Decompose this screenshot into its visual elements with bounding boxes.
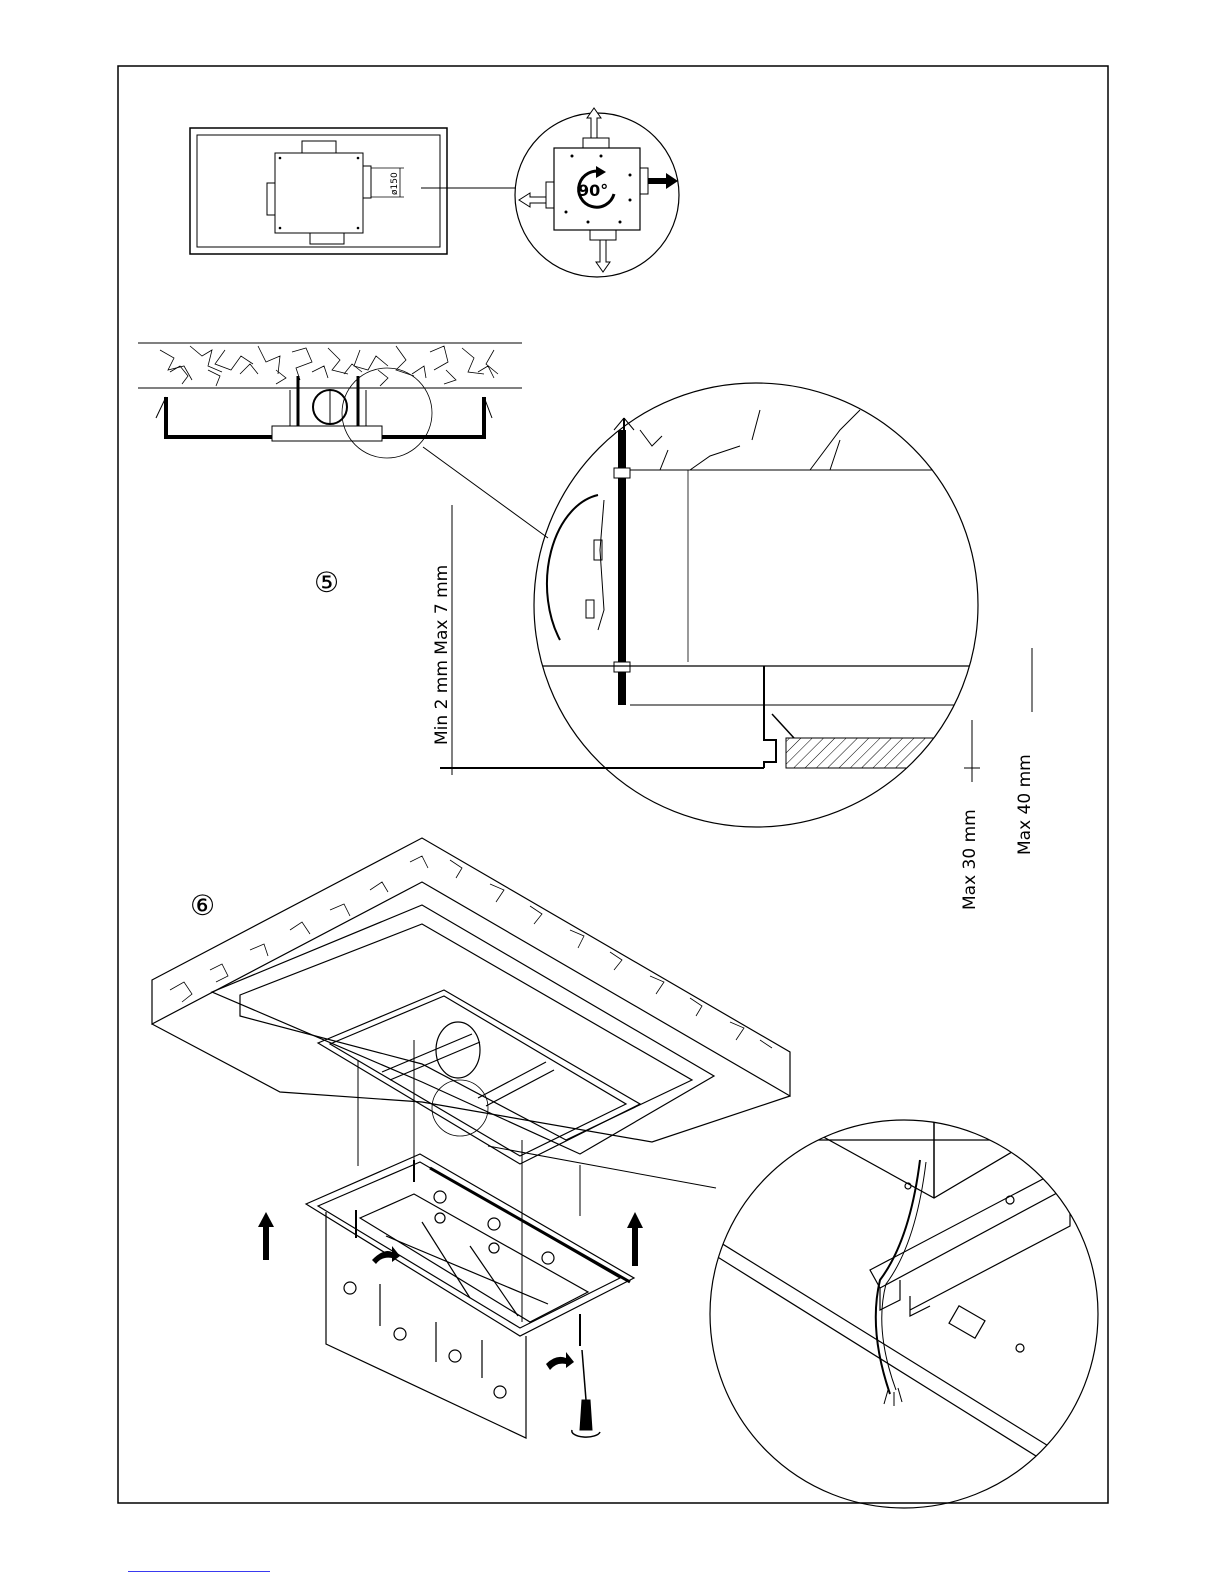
wiring-detail	[700, 1092, 1100, 1508]
worktop-hatch	[786, 738, 976, 768]
step-6-label: ⑥	[190, 889, 215, 922]
ceiling-section	[138, 343, 548, 538]
page-frame	[118, 66, 1108, 1503]
duct-diameter-label: ø150	[390, 172, 400, 195]
rotation-label: 90°	[578, 181, 608, 200]
up-arrow-icon	[627, 1212, 643, 1266]
max-30-dimension: Max 30 mm	[960, 809, 980, 910]
screwdriver-icon	[572, 1350, 600, 1437]
motor-box	[275, 153, 363, 233]
curved-arrow-icon	[372, 1246, 400, 1264]
rotation-detail: 90°	[515, 108, 679, 277]
ceiling-isometric	[152, 838, 790, 1164]
footer-link-underline	[128, 1571, 270, 1572]
step-5-label: ⑤	[314, 566, 339, 599]
up-arrow-icon	[258, 1212, 274, 1260]
min-max-offset-dimension: Min 2 mm Max 7 mm	[432, 565, 452, 745]
hood-unit	[306, 1154, 634, 1438]
curved-arrow-icon	[546, 1352, 574, 1370]
plan-view: ø150	[190, 128, 516, 254]
max-40-dimension: Max 40 mm	[1015, 754, 1035, 855]
detail-section	[440, 383, 980, 827]
